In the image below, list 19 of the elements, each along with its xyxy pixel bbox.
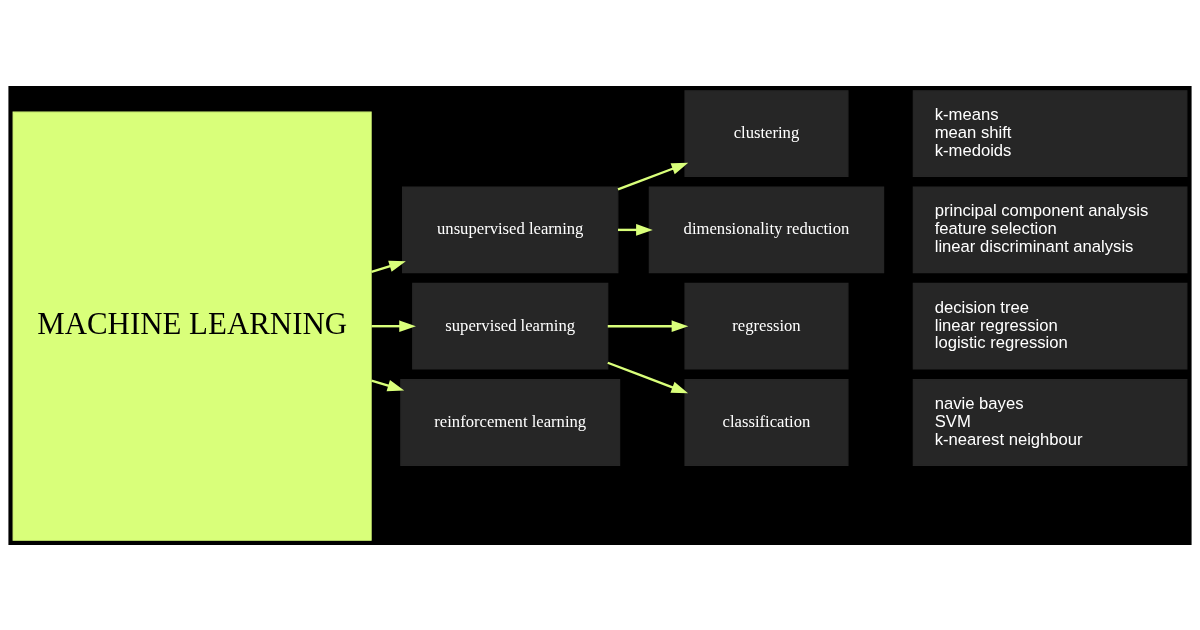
- node-box: supervised learning: [412, 282, 609, 370]
- node-box: clustering: [684, 89, 849, 177]
- arrow: [371, 378, 405, 391]
- arrow: [371, 260, 406, 273]
- node-box: unsupervised learning: [402, 186, 619, 273]
- node-box: MACHINE LEARNING: [12, 111, 372, 541]
- node-box: principal component analysis feature selection linear discriminant analysis: [912, 186, 1188, 273]
- node-box: navie bayes SVM k-nearest neighbour: [912, 378, 1188, 466]
- arrow: [617, 162, 689, 191]
- node-box: reinforcement learning: [400, 378, 621, 466]
- node-box: classification: [684, 378, 849, 466]
- node-box: decision tree linear regression logistic regression: [912, 282, 1188, 370]
- node-box: k-means mean shift k-medoids: [912, 89, 1188, 177]
- arrow: [607, 319, 689, 332]
- arrow: [607, 361, 689, 393]
- node-box: dimensionality reduction: [648, 186, 885, 273]
- node-box: regression: [684, 282, 849, 370]
- arrow: [371, 319, 416, 332]
- arrow: [618, 223, 653, 236]
